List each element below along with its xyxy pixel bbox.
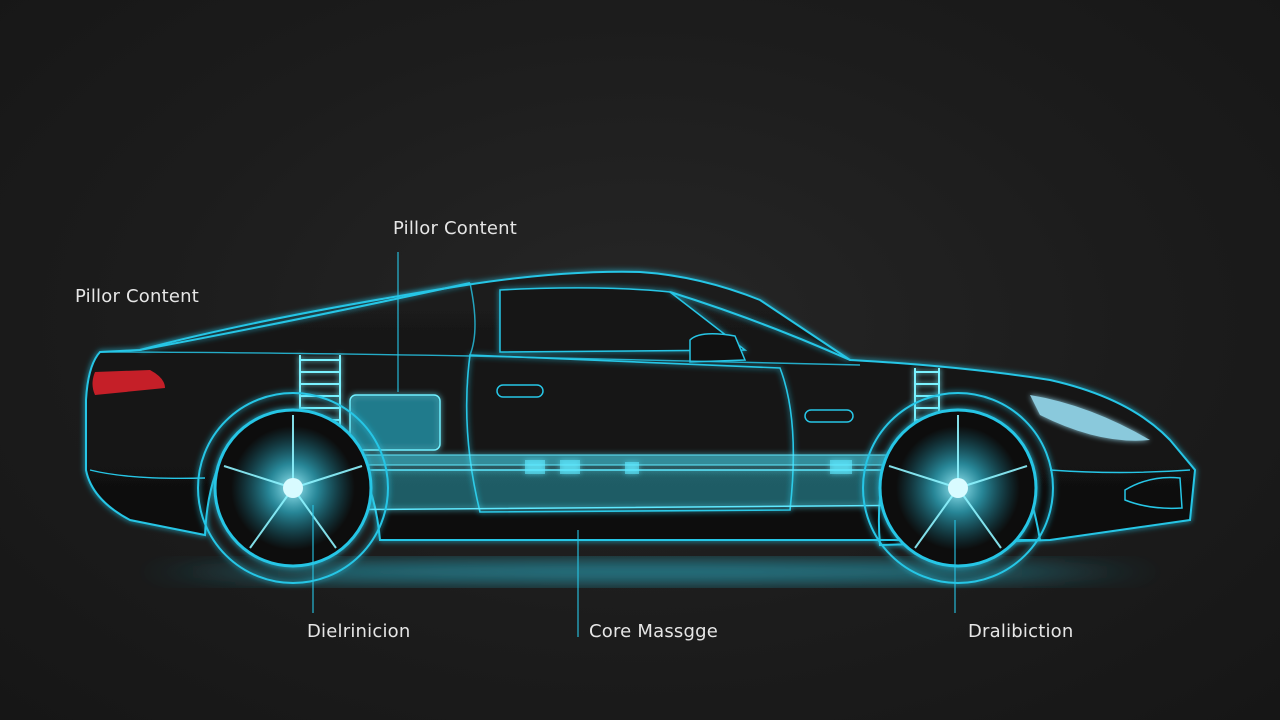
headlight <box>1030 395 1150 441</box>
leader-lines <box>312 252 956 637</box>
label-bottom-center: Core Massgge <box>589 621 719 642</box>
rear-wheel <box>197 392 389 584</box>
front-wheel <box>862 392 1054 584</box>
label-pillar-center: Pillor Content <box>393 218 517 239</box>
label-pillar-left: Pillor Content <box>75 286 199 307</box>
ground-glow <box>130 564 1170 580</box>
label-bottom-right: Dralibiction <box>968 621 1074 642</box>
label-bottom-left: Dielrinicion <box>307 621 411 642</box>
taillight <box>92 370 165 395</box>
